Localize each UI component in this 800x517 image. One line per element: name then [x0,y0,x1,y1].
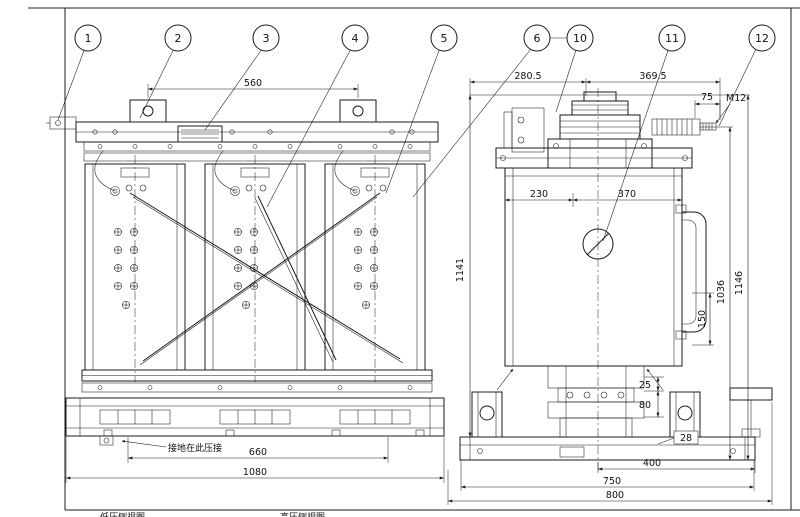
bushing-support-bracket [503,107,545,153]
lower-pedestal [547,365,645,438]
side-body [495,147,693,367]
svg-text:28: 28 [680,433,692,444]
svg-text:11: 11 [665,32,679,45]
upper-clamp-rails [83,141,431,162]
svg-text:5: 5 [441,32,448,45]
svg-text:1146: 1146 [734,271,745,295]
svg-text:750: 750 [603,476,621,487]
dim-660: 660 [127,437,389,463]
base-side [459,436,756,461]
ground-bolt [99,435,114,446]
lifting-lug-left [129,99,167,123]
svg-text:80: 80 [639,400,651,411]
svg-text:75: 75 [701,92,713,103]
foot-right [669,391,701,438]
svg-text:4: 4 [352,32,359,45]
svg-text:10: 10 [573,32,587,45]
thread-label: M12 [726,93,746,104]
dim-1146: 1146 [734,95,750,460]
dim-230-370: 230 370 [505,189,682,207]
dim-400: 400 [597,458,756,473]
grounding-note: 接地在此压接 [121,440,222,454]
svg-text:560: 560 [244,78,262,89]
dim-750: 750 [460,460,755,491]
dim-150: 150 [692,292,714,346]
svg-text:400: 400 [643,458,661,469]
connection-bars [129,192,404,366]
svg-text:3: 3 [263,32,270,45]
balloon-2: 2 [139,24,192,119]
dim-75-m12: 75 M12 [694,92,746,124]
svg-text:800: 800 [606,490,624,501]
front-view: 接地在此压接 560 660 1080 [46,78,445,483]
balloon-5: 5 [385,24,458,194]
dim-800: 800 [447,402,773,505]
top-clamp-beam [75,121,439,143]
caption-left: 低压侧视图 [100,511,145,517]
balloon-3: 3 [204,24,280,131]
svg-text:1: 1 [85,32,92,45]
base-front [65,397,445,446]
svg-text:1141: 1141 [455,258,466,282]
svg-text:230: 230 [530,189,548,200]
dim-1080: 1080 [65,437,445,483]
sheet-frame [28,7,800,511]
dim-28-boxed: 28 [657,430,699,445]
balloon-12: 12 [718,24,776,127]
side-view: 280.5 369.5 75 M12 230 370 1141 [447,71,773,505]
svg-text:12: 12 [755,32,769,45]
winding-phase-b [204,150,306,371]
hv-insulator [651,118,717,136]
handle [675,204,707,340]
balloon-6: 6 [412,24,551,198]
svg-text:369.5: 369.5 [639,71,666,82]
ground-terminal [46,116,77,130]
svg-text:370: 370 [618,189,636,200]
view-captions: 低压侧视图 高压侧视图 [100,511,325,517]
svg-text:2: 2 [175,32,182,45]
dim-280-369: 280.5 369.5 [469,71,721,120]
grounding-note-text: 接地在此压接 [168,442,222,454]
svg-text:1080: 1080 [243,467,267,478]
dim-25-80: 25 80 [639,376,664,418]
dim-560: 560 [147,78,359,98]
dim-1141: 1141 [455,95,472,437]
section-mark [582,228,614,260]
balloon-10: 10 [550,24,594,113]
bottom-clamp [81,369,433,393]
jacking-bracket [729,387,773,438]
svg-text:280.5: 280.5 [514,71,541,82]
svg-text:25: 25 [639,380,651,391]
balloon-1: 1 [57,24,102,121]
foot-left [471,391,503,438]
balloon-11: 11 [602,24,686,242]
terminal-stud [699,122,717,131]
svg-text:150: 150 [697,310,708,328]
svg-text:1036: 1036 [716,280,727,304]
direction-arrows [496,368,664,391]
svg-text:660: 660 [249,447,267,458]
lifting-lug-right [339,99,377,123]
caption-right: 高压侧视图 [280,511,325,517]
balloon-callouts: 1 2 3 4 5 6 1 [57,24,776,242]
dim-1036: 1036 [700,126,733,460]
nameplate [177,125,223,143]
balloon-4: 4 [266,24,369,208]
hv-bushing [547,91,653,169]
svg-text:6: 6 [534,32,541,45]
